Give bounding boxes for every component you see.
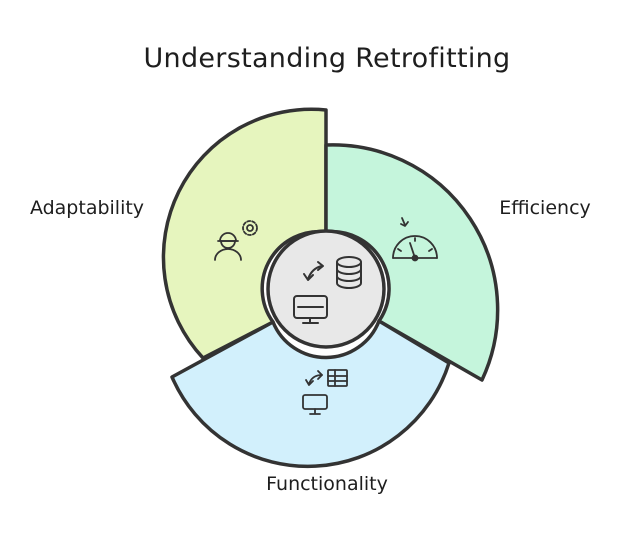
adaptability-label: Adaptability (30, 197, 144, 219)
monitor-table-sync-icon (302, 369, 348, 415)
gauge-icon (392, 217, 438, 262)
efficiency-segment (324, 143, 500, 382)
worker-gear-icon (214, 220, 258, 261)
monitor-database-sync-icon (293, 256, 362, 324)
center-circle (266, 229, 386, 349)
functionality-label: Functionality (266, 473, 388, 495)
functionality-segment (170, 319, 451, 469)
efficiency-label: Efficiency (499, 197, 591, 219)
diagram-title: Understanding Retrofitting (143, 43, 510, 74)
